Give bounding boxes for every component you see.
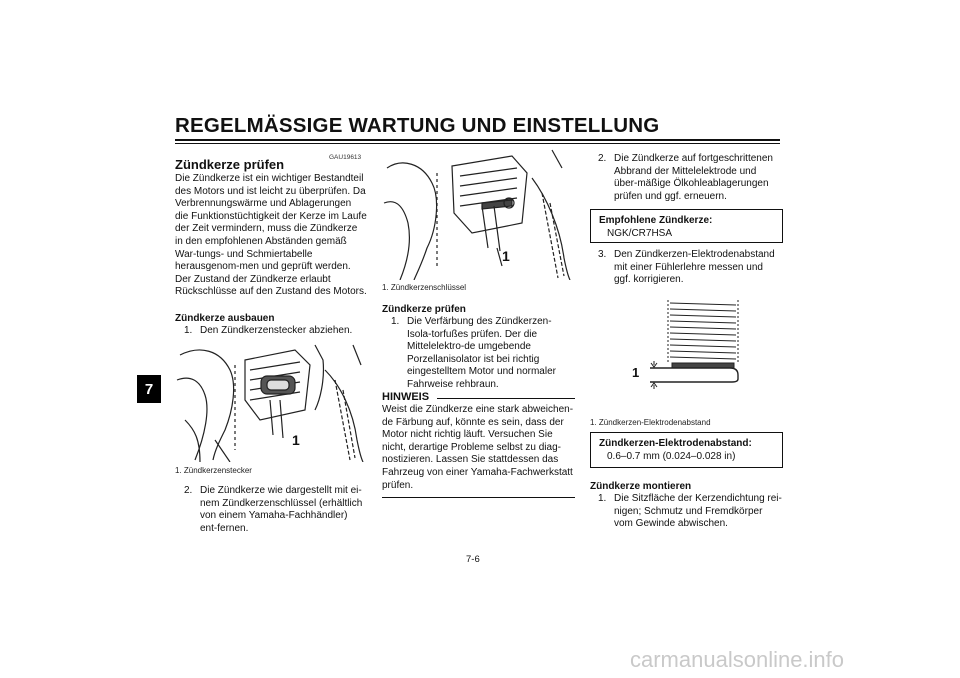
list-number: 1.: [391, 316, 400, 327]
list-number: 2.: [598, 153, 607, 164]
chapter-tab: 7: [137, 375, 161, 403]
spark-plug-cap-illustration: 1: [175, 340, 367, 462]
list-item: 1. Die Verfärbung des Zündkerzen-Isola-t…: [391, 316, 575, 390]
subheading-montieren: Zündkerze montieren: [590, 481, 692, 492]
watermark: carmanualsonline.info: [630, 647, 845, 672]
list-number: 2.: [184, 485, 193, 496]
note-title: HINWEIS: [382, 391, 430, 403]
list-text: Den Zündkerzen-Elektrodenabstand mit ein…: [614, 249, 775, 286]
subheading-pruefen: Zündkerze prüfen: [382, 304, 466, 315]
section-heading: Zündkerze prüfen: [175, 157, 285, 172]
list-number: 1.: [184, 325, 193, 336]
box-value: NGK/CR7HSA: [607, 228, 673, 239]
list-text: Die Zündkerze auf fortgeschrittenen Abbr…: [614, 153, 773, 202]
list-text: Die Sitzfläche der Kerzendichtung rei-ni…: [614, 493, 782, 530]
box-value: 0.6–0.7 mm (0.024–0.028 in): [607, 451, 736, 462]
list-item: 2. Die Zündkerze auf fortgeschrittenen A…: [598, 153, 783, 205]
electrode-gap-box: Zündkerzen-Elektrodenabstand: 0.6–0.7 mm…: [590, 432, 783, 468]
subheading-ausbauen: Zündkerze ausbauen: [175, 313, 275, 324]
box-title: Empfohlene Zündkerze:: [599, 215, 713, 226]
figure-label: 1: [502, 248, 510, 264]
intro-paragraph: Die Zündkerze ist ein wichtiger Bestandt…: [175, 173, 367, 298]
figure-caption: 1. Zündkerzenschlüssel: [382, 283, 467, 292]
list-text: Die Verfärbung des Zündkerzen-Isola-torf…: [407, 316, 556, 390]
electrode-gap-illustration: 1: [620, 295, 750, 390]
title-rule: [175, 139, 780, 141]
list-item: 1. Den Zündkerzenstecker abziehen.: [184, 325, 374, 338]
page-title: REGELMÄSSIGE WARTUNG UND EINSTELLUNG: [175, 114, 660, 137]
list-text: Den Zündkerzenstecker abziehen.: [200, 325, 353, 336]
note-text: Weist die Zündkerze eine stark abweichen…: [382, 404, 574, 491]
section-code: GAU19613: [329, 154, 362, 161]
recommended-plug-box: Empfohlene Zündkerze: NGK/CR7HSA: [590, 209, 783, 243]
figure-caption: 1. Zündkerzen-Elektrodenabstand: [590, 418, 711, 427]
note-end-rule: [382, 497, 575, 498]
figure-label: 1: [632, 365, 640, 380]
list-number: 1.: [598, 493, 607, 504]
list-item: 1. Die Sitzfläche der Kerzendichtung rei…: [598, 493, 783, 533]
box-title: Zündkerzen-Elektrodenabstand:: [599, 438, 752, 449]
list-text: Die Zündkerze wie dargestellt mit ei-nem…: [200, 485, 363, 534]
figure-label: 1: [292, 432, 300, 448]
list-number: 3.: [598, 249, 607, 260]
title-rule-thin: [175, 143, 780, 144]
spark-plug-wrench-illustration: 1: [382, 148, 574, 280]
note-rule: [437, 398, 575, 399]
list-item: 3. Den Zündkerzen-Elektrodenabstand mit …: [598, 249, 783, 289]
list-item: 2. Die Zündkerze wie dargestellt mit ei-…: [184, 485, 367, 537]
figure-caption: 1. Zündkerzenstecker: [175, 466, 252, 475]
page-number: 7-6: [466, 554, 480, 565]
